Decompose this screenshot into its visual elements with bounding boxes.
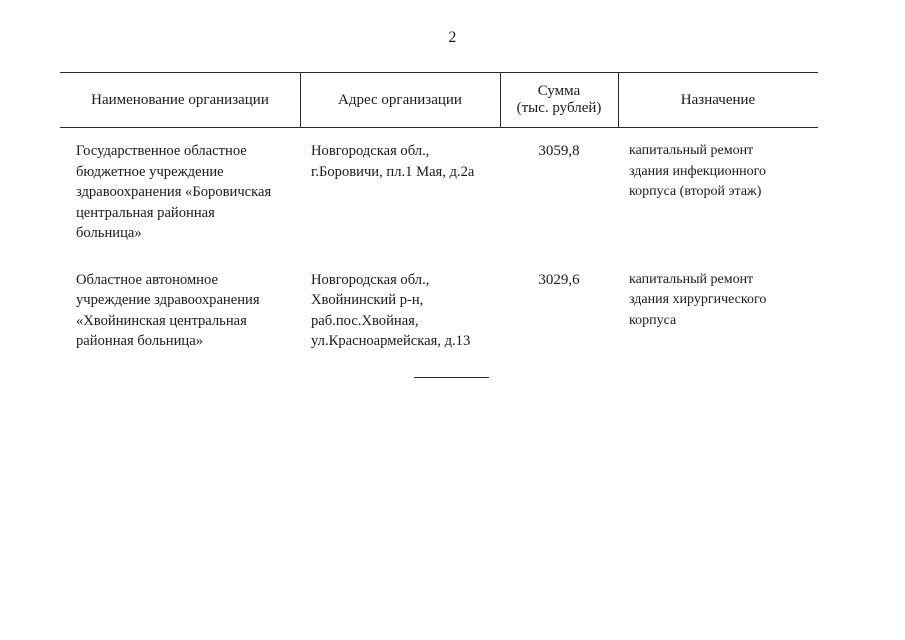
text-line: больница» [76, 225, 142, 241]
text-line: центральная районная [76, 204, 215, 221]
header-column-separator-1 [300, 73, 301, 127]
text-line: капитальный ремонт [629, 271, 754, 287]
cell-purpose: капитальный ремонт здания хирургического… [618, 270, 818, 332]
table-row: Областное автономное учреждение здравоох… [60, 244, 818, 352]
cell-amount: 3059,8 [538, 143, 580, 159]
text-line: корпуса [629, 312, 677, 328]
table-top-border [60, 72, 818, 73]
column-header-organization-name: Наименование организации [91, 91, 269, 108]
cell-purpose: капитальный ремонт здания инфекционного … [618, 141, 818, 203]
text-line: бюджетное учреждение [76, 163, 224, 180]
text-line: «Хвойнинская центральная [76, 312, 247, 329]
allocations-table: Наименование организации Адрес организац… [60, 72, 818, 352]
table-body: Государственное областное бюджетное учре… [60, 128, 818, 352]
column-header-amount: Сумма (тыс. рублей) [500, 83, 618, 117]
text-line: г.Боровичи, пл.1 Мая, д.2а [311, 163, 475, 180]
page-number: 2 [448, 29, 457, 46]
text-line: Государственное областное [76, 143, 247, 159]
text-line: здания инфекционного [629, 163, 766, 179]
text-line: здания хирургического [629, 292, 767, 307]
text-line: капитальный ремонт [629, 143, 754, 158]
cell-organization-address: Новгородская обл., Хвойнинский р-н, раб.… [300, 270, 500, 352]
text-line: районная больница» [76, 333, 204, 349]
table-header-bottom-border [60, 127, 818, 128]
section-separator-rule [414, 377, 489, 378]
text-line: раб.пос.Хвойная, [311, 312, 419, 329]
text-line: учреждение здравоохранения [76, 292, 260, 308]
text-line: ул.Красноармейская, д.13 [311, 333, 471, 349]
table-row: Государственное областное бюджетное учре… [60, 128, 818, 244]
table-header-row: Наименование организации Адрес организац… [60, 73, 818, 127]
column-header-purpose: Назначение [680, 91, 756, 108]
cell-organization-name: Областное автономное учреждение здравоох… [60, 270, 300, 352]
text-line: Новгородская обл., [311, 143, 430, 159]
text-line: Областное автономное [76, 271, 218, 288]
header-column-separator-3 [618, 73, 619, 127]
cell-amount: 3029,6 [538, 271, 580, 288]
cell-organization-name: Государственное областное бюджетное учре… [60, 141, 300, 244]
column-header-amount-line2: (тыс. рублей) [516, 100, 602, 116]
column-header-amount-line1: Сумма [537, 83, 581, 99]
text-line: Хвойнинский р-н, [311, 292, 424, 308]
column-header-organization-address: Адрес организации [338, 91, 462, 108]
text-line: корпуса (второй этаж) [629, 184, 762, 199]
text-line: здравоохранения «Боровичская [76, 184, 272, 200]
cell-organization-address: Новгородская обл., г.Боровичи, пл.1 Мая,… [300, 141, 500, 182]
text-line: Новгородская обл., [311, 271, 430, 288]
header-column-separator-2 [500, 73, 501, 127]
